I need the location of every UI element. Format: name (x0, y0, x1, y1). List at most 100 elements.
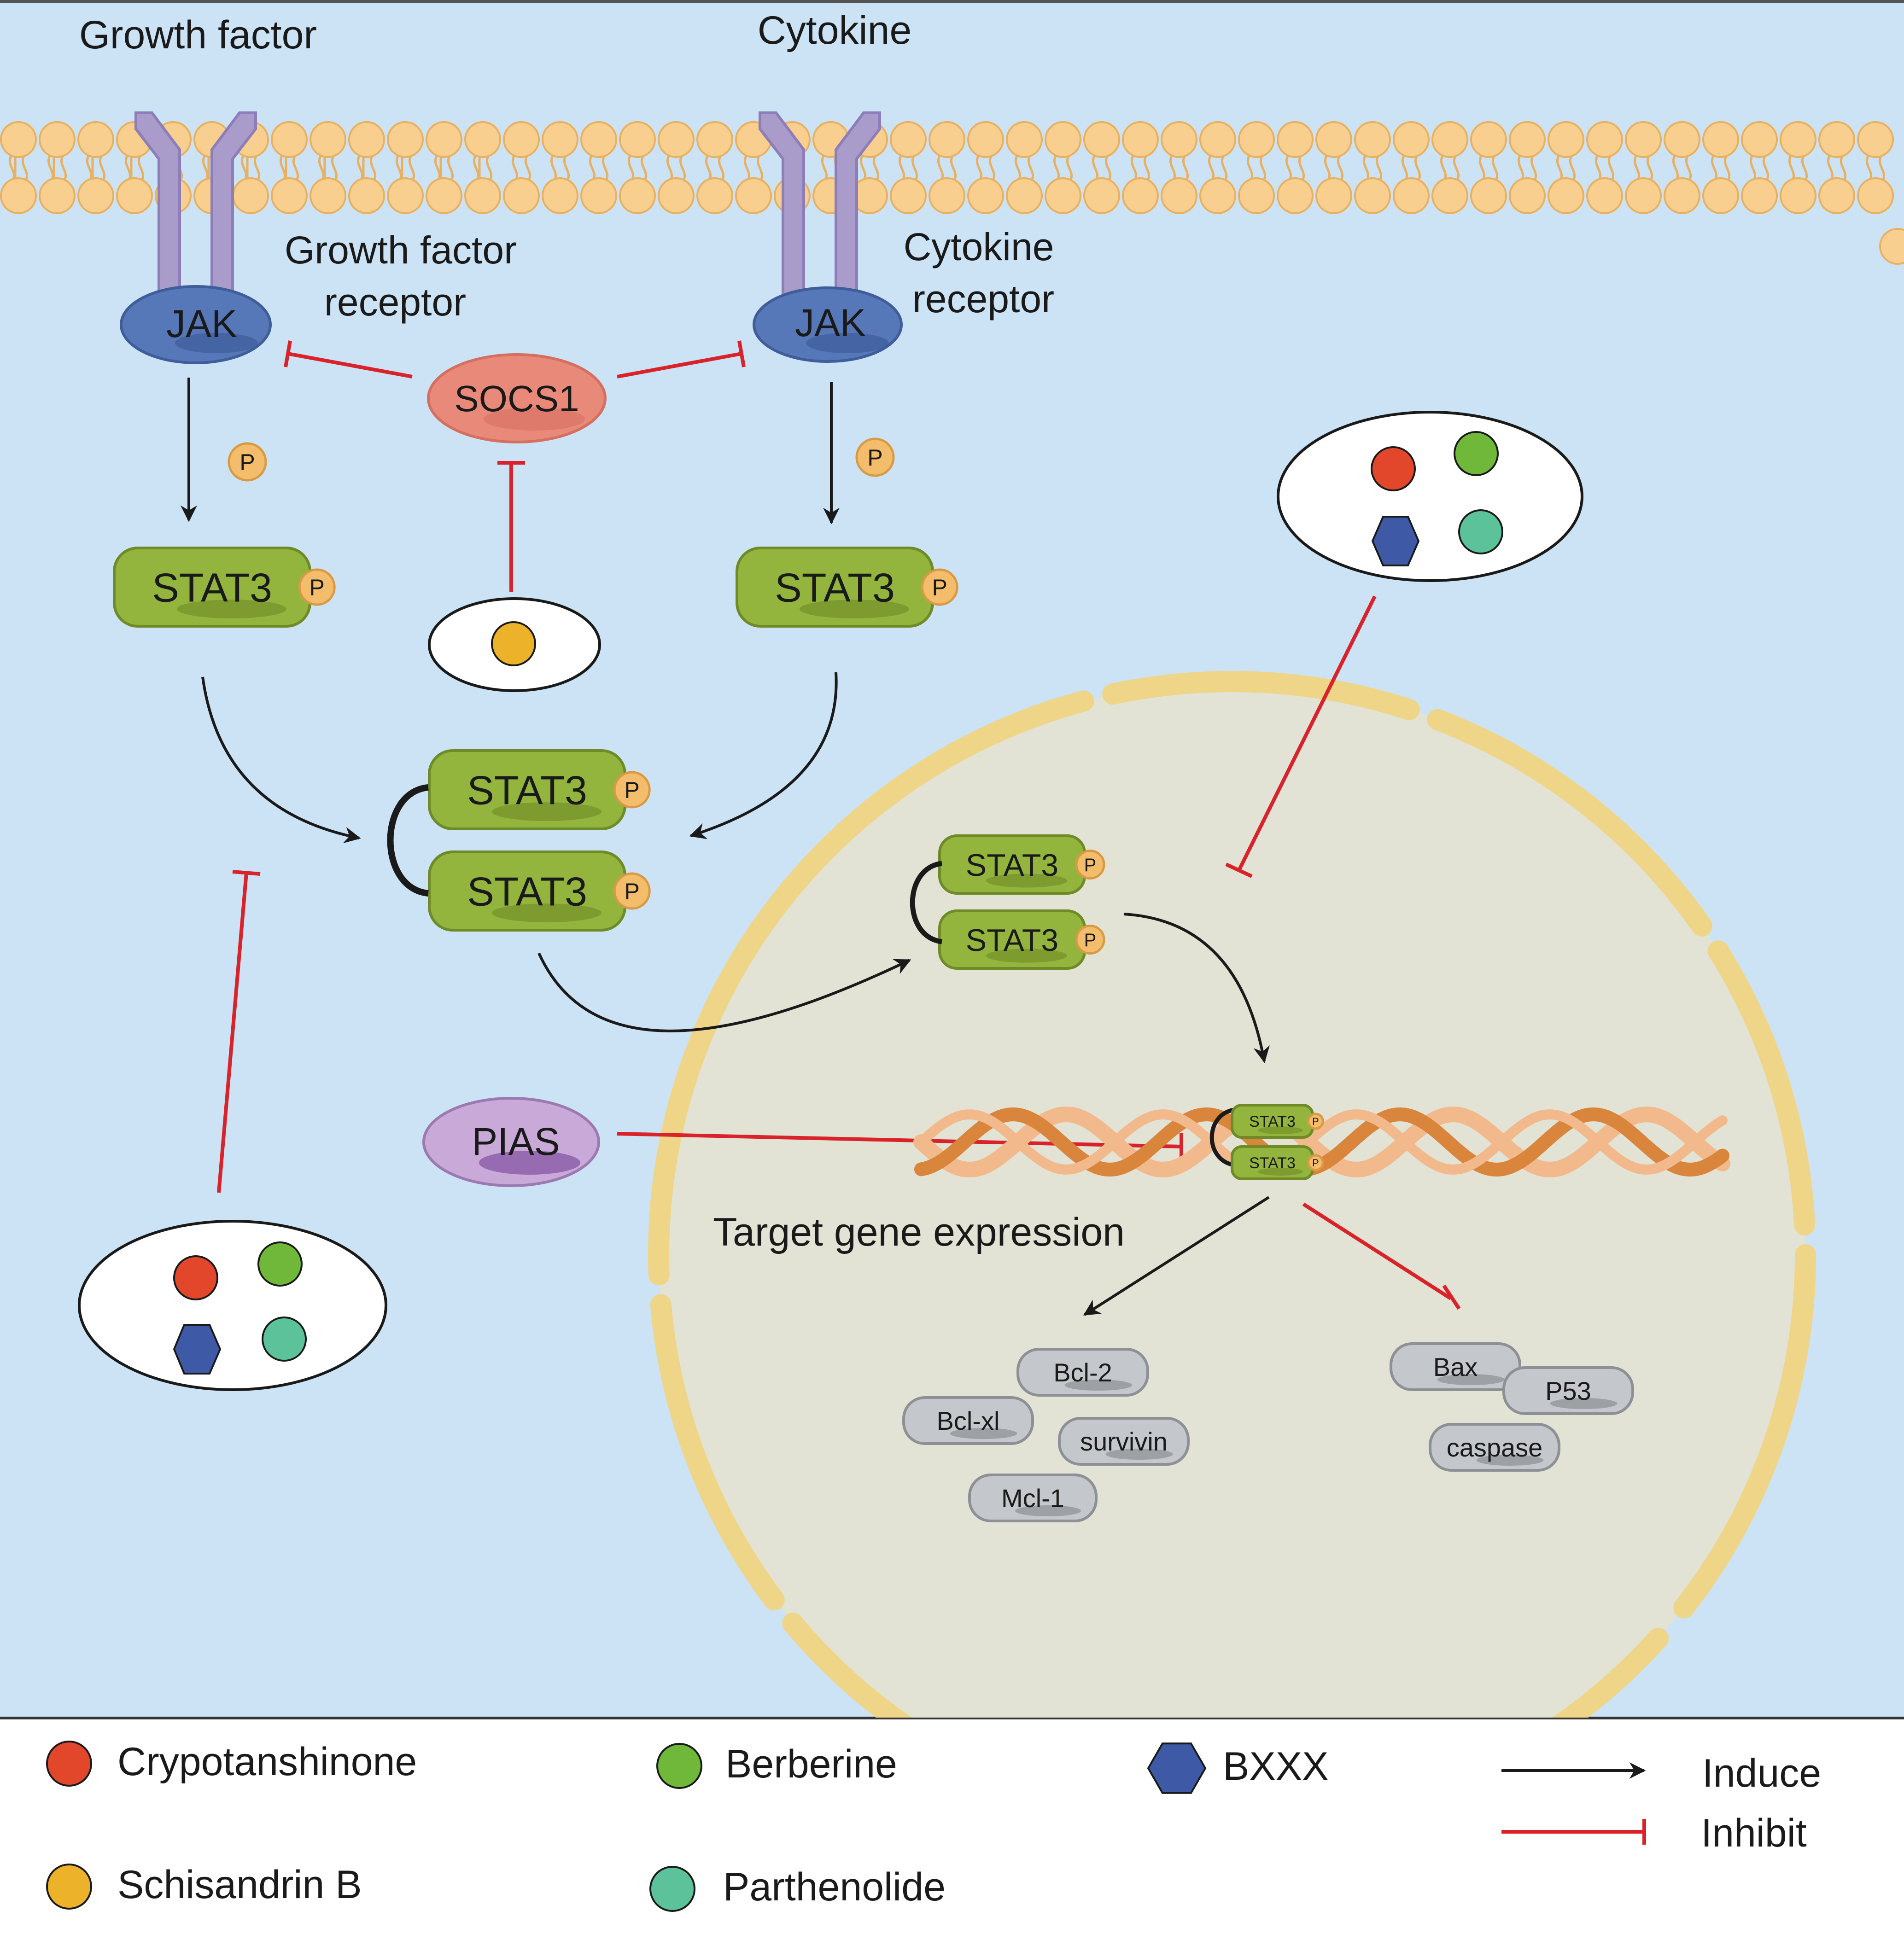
lipid-head (39, 177, 76, 214)
inhibit-lines (217, 340, 1646, 1845)
lipid-head (271, 121, 308, 158)
lipid-head (1199, 121, 1236, 158)
lipid-head (1315, 177, 1352, 214)
inhibit-line (497, 461, 525, 592)
phosphate-label: P (1312, 1157, 1319, 1169)
lipid-tail (1723, 153, 1731, 183)
lipid-head (1857, 121, 1894, 158)
lipid-tail (447, 153, 454, 183)
lipid-tail (1453, 153, 1460, 183)
lipid-head (464, 177, 501, 214)
lipid-head (619, 121, 656, 158)
lipid-head (39, 121, 76, 158)
lipid-head (1702, 177, 1739, 214)
legend-item: Berberine (656, 1742, 897, 1789)
legend-label: Crypotanshinone (117, 1740, 417, 1784)
stat3-label: STAT3 (966, 923, 1059, 958)
lipid-tail (950, 153, 957, 183)
lipid-head (1006, 177, 1043, 214)
nuclear-envelope-segment (1673, 1244, 1816, 1619)
inhibit-line (284, 340, 413, 379)
legend-circle-icon (649, 1866, 695, 1912)
lipid-tail (1066, 153, 1073, 183)
lipid-tail (1298, 153, 1305, 183)
lipid-head (1879, 228, 1904, 265)
lipid-head (310, 177, 346, 214)
legend-circle-icon (46, 1864, 92, 1910)
lipid-tail (1685, 153, 1692, 183)
gene-pill: Bax (1390, 1342, 1521, 1391)
stat3-shade (177, 600, 286, 618)
lipid-tail (1607, 153, 1615, 183)
lipid-head (1238, 177, 1275, 214)
lipid-tail (60, 153, 67, 183)
lipid-head (1586, 121, 1623, 158)
dna-strand (913, 1107, 1730, 1177)
lipid-tail (1337, 153, 1344, 183)
nuclear-envelope-segment (1552, 1628, 1669, 1718)
phosphate-group (228, 442, 267, 482)
lipid-head (1354, 121, 1391, 158)
lipid-head (1586, 177, 1623, 214)
lipid-tail (137, 153, 145, 183)
gene-label: P53 (1545, 1376, 1591, 1405)
inhibit-line (617, 1132, 1183, 1160)
lipid-head (348, 121, 385, 158)
phosphate-label: P (867, 445, 882, 471)
lipid-head (503, 121, 540, 158)
lipid-tail (1530, 153, 1537, 183)
legend-circle-icon (656, 1743, 702, 1789)
cytokine-receptor-label-line1: Cytokine (904, 225, 1054, 268)
lipid-head (232, 177, 269, 214)
legend-label: Schisandrin B (117, 1863, 362, 1907)
stat3-label: STAT3 (775, 565, 895, 611)
dimer-linker (1209, 1107, 1235, 1167)
legend-item: Parthenolide (649, 1865, 946, 1912)
nuclear-envelope-segment (648, 957, 746, 1286)
gene-label: caspase (1447, 1433, 1543, 1462)
growth-factor-label: Growth factor (79, 13, 317, 57)
lipid-tail (21, 153, 29, 183)
lipid-tail (679, 153, 686, 183)
stat3-shade (1258, 1168, 1303, 1176)
nuclear-envelope-segment (724, 690, 1094, 979)
lipid-head (0, 177, 37, 214)
lipid-head (1470, 177, 1507, 214)
lipid-head (0, 121, 37, 158)
lipid-tail (718, 153, 725, 183)
lipid-tail (988, 153, 996, 183)
lipid-tail (872, 153, 880, 183)
induce-arrow (1123, 913, 1270, 1063)
lipid-tail (1143, 153, 1151, 183)
gene-pill-shade (1437, 1374, 1505, 1385)
lipid-head (1122, 121, 1159, 158)
induce-arrow (1083, 1196, 1270, 1316)
lipid-tail (1646, 153, 1653, 183)
phosphate-label: P (239, 449, 255, 475)
lipid-tail (1221, 153, 1228, 183)
lipid-head (542, 121, 578, 158)
legend-inhibit-line (1501, 1819, 1646, 1845)
lipid-head (116, 177, 153, 214)
lipid-head (967, 177, 1004, 214)
lipid-head (1664, 177, 1700, 214)
lipid-head (658, 177, 695, 214)
induce-arrows (181, 378, 1646, 1779)
stat3-shade (492, 802, 602, 821)
lipid-head (1548, 121, 1584, 158)
gene-label: Bcl-xl (937, 1406, 1000, 1435)
phosphate-group (1307, 1154, 1324, 1171)
phosphate-group (921, 568, 958, 606)
lipid-head (310, 121, 346, 158)
phosphate-group (1307, 1113, 1324, 1130)
lipid-tail (1182, 153, 1189, 183)
phosphate-group (1075, 850, 1105, 880)
lipid-head (1780, 121, 1816, 158)
legend-label: Parthenolide (723, 1865, 946, 1909)
compound-group-top-right (1277, 411, 1583, 582)
